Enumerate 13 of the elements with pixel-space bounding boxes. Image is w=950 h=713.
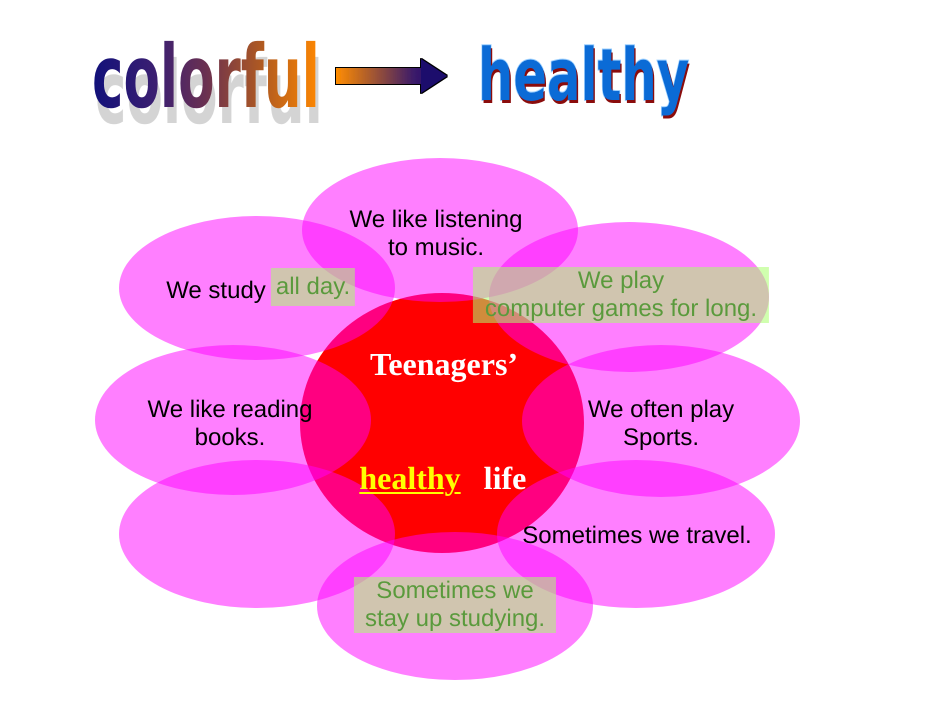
word-art-text: healthy (478, 39, 690, 117)
circle-text: life (484, 460, 526, 496)
petal-text: We like reading books. (148, 396, 312, 452)
highlighted-text: Sometimes we stay up studying. (354, 577, 556, 633)
circle-text: Teenagers’ (370, 346, 518, 382)
petal-ellipse (302, 158, 578, 302)
petal-text: Sometimes we travel. (522, 522, 752, 550)
petal-text: We study (166, 277, 266, 305)
petal-text: We often play Sports. (588, 396, 734, 452)
petal-text: We like listening to music. (350, 206, 522, 262)
block-arrow (336, 59, 447, 93)
underlined-word: healthy (359, 460, 461, 496)
highlighted-text: all day. (270, 268, 356, 306)
